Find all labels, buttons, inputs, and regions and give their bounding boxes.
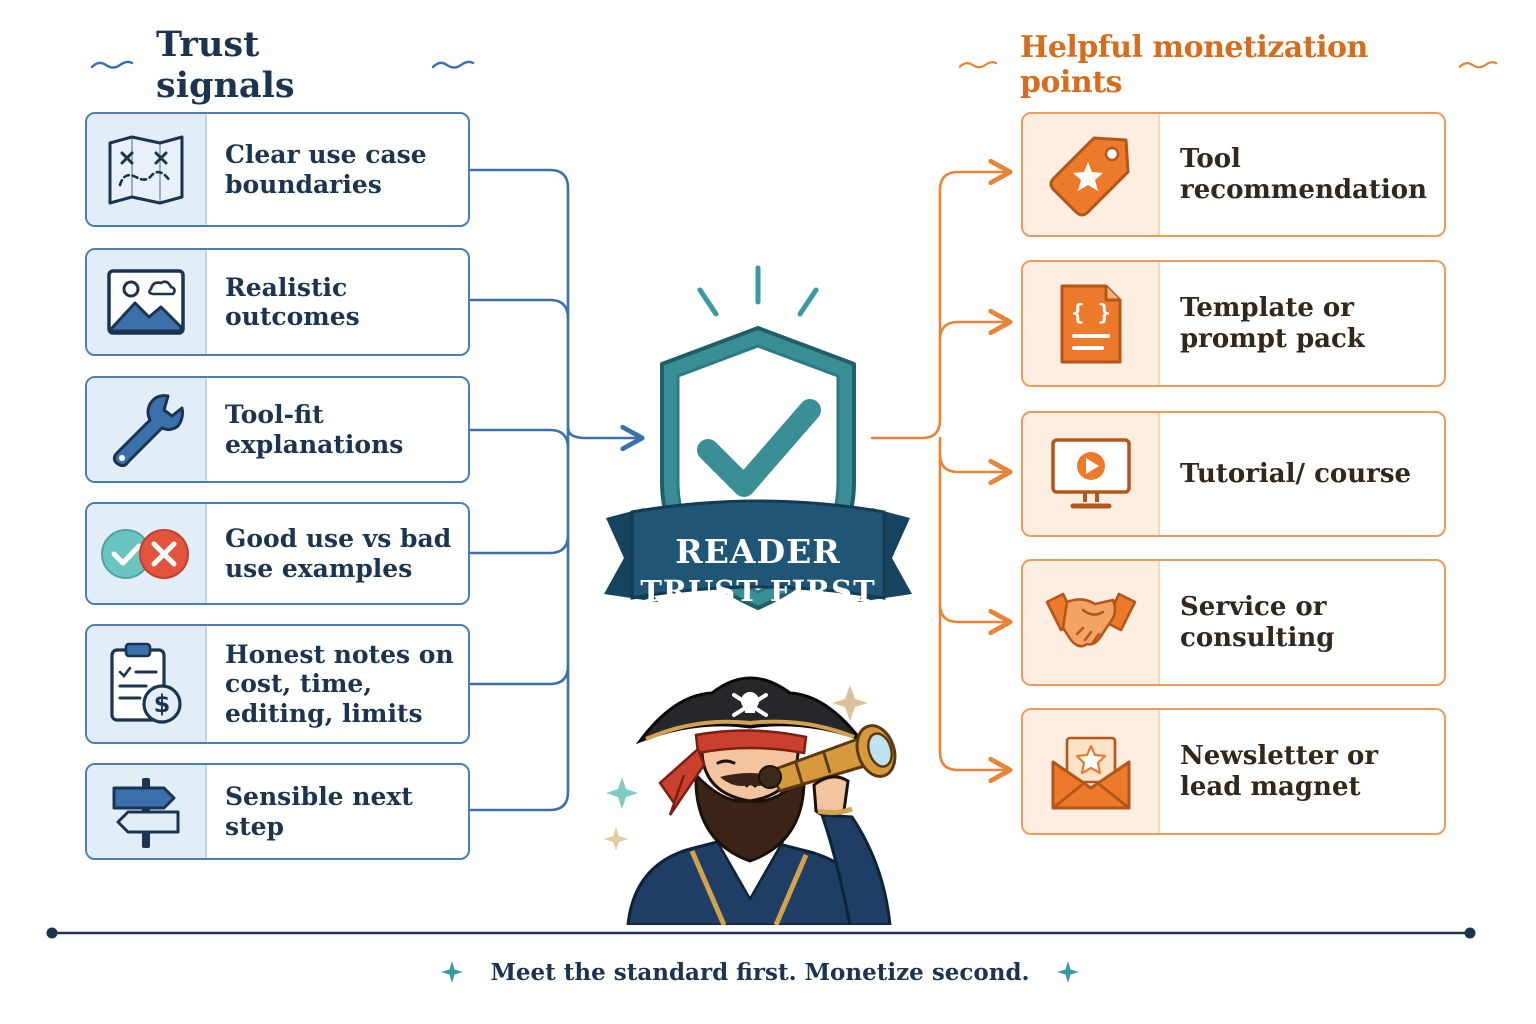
- handshake-icon: [1045, 592, 1136, 648]
- shield-check-icon: [604, 265, 912, 610]
- money-card-label: Service or consulting: [1180, 592, 1335, 653]
- money-card-label: Tutorial/ course: [1180, 458, 1412, 489]
- badge-line1: READER: [675, 532, 841, 571]
- wave-ornament-icon: [1458, 61, 1498, 69]
- monitor-play-icon: [1050, 438, 1131, 509]
- trust-card-realistic-outcomes: Realistic outcomes: [85, 248, 470, 356]
- wave-ornament-icon: [431, 60, 475, 69]
- code-document-icon: { }: [1060, 284, 1121, 363]
- pirate-telescope-icon: [604, 676, 897, 925]
- footer-tagline: Meet the standard first. Monetize second…: [440, 950, 1080, 994]
- map-icon: [108, 135, 184, 204]
- trust-card-good-vs-bad: Good use vs bad use examples: [85, 502, 470, 605]
- footer-text: Meet the standard first. Monetize second…: [490, 958, 1030, 986]
- image-icon: [107, 269, 185, 335]
- envelope-star-icon: [1051, 736, 1130, 809]
- trust-card-label: Tool-fit explanations: [225, 400, 404, 459]
- wrench-icon: [112, 393, 184, 467]
- trust-card-honest-notes: $ Honest notes on cost, time, editing, l…: [85, 624, 470, 744]
- monetization-heading: Helpful monetization points: [958, 30, 1498, 100]
- money-card-tutorial: Tutorial/ course: [1021, 411, 1446, 537]
- money-card-service: Service or consulting: [1021, 559, 1446, 686]
- trust-card-label: Realistic outcomes: [225, 272, 360, 331]
- money-card-label: Newsletter or lead magnet: [1180, 741, 1379, 802]
- trust-signals-title: Trust signals: [156, 24, 295, 106]
- trust-card-label: Good use vs bad use examples: [225, 524, 452, 583]
- wave-ornament-icon: [90, 60, 134, 69]
- trust-card-next-step: Sensible next step: [85, 763, 470, 860]
- wave-ornament-icon: [958, 61, 998, 69]
- sparkle-icon: [441, 961, 464, 983]
- footer-divider: [46, 927, 1476, 939]
- badge-line2: TRUST FIRST: [640, 574, 876, 608]
- money-card-newsletter: Newsletter or lead magnet: [1021, 708, 1446, 835]
- trust-card-label: Honest notes on cost, time, editing, lim…: [225, 640, 454, 728]
- svg-text:$: $: [154, 690, 171, 718]
- trust-card-label: Sensible next step: [225, 782, 413, 841]
- sparkle-icon: [1056, 961, 1079, 983]
- svg-text:{ }: { }: [1071, 301, 1111, 326]
- money-card-template-pack: { } Template or prompt pack: [1021, 260, 1446, 387]
- trust-card-use-case-boundaries: Clear use case boundaries: [85, 112, 470, 227]
- trust-card-label: Clear use case boundaries: [225, 140, 427, 199]
- trust-card-tool-fit: Tool-fit explanations: [85, 376, 470, 483]
- signpost-icon: [112, 777, 180, 848]
- money-card-tool-recommendation: Tool recommendation: [1021, 112, 1446, 237]
- check-cross-icon: [101, 528, 189, 579]
- money-card-label: Template or prompt pack: [1180, 293, 1365, 354]
- trust-signals-heading: Trust signals: [90, 24, 475, 106]
- tag-star-icon: [1049, 136, 1129, 216]
- clipboard-dollar-icon: $: [110, 642, 182, 724]
- money-card-label: Tool recommendation: [1180, 144, 1428, 205]
- monetization-title: Helpful monetization points: [1020, 30, 1368, 100]
